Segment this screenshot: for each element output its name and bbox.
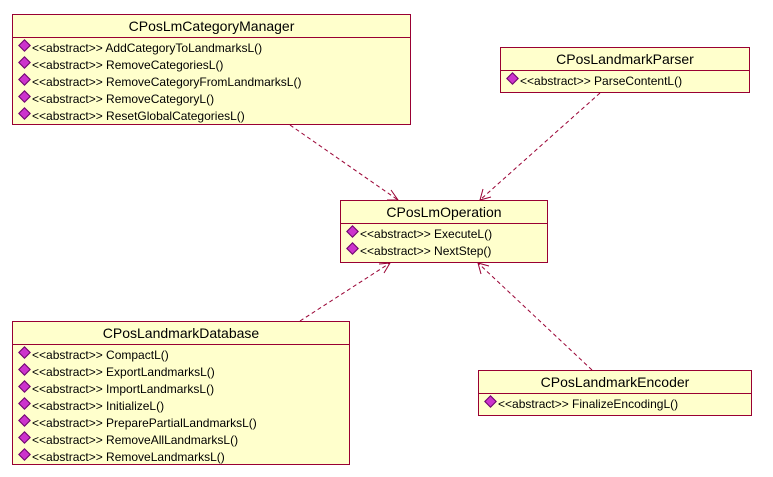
operation-item: <<abstract>> ImportLandmarksL() (18, 380, 349, 398)
arrowhead-encoder (477, 262, 490, 275)
operation-item: <<abstract>> ParseContentL() (506, 72, 749, 90)
operation-diamond-icon (18, 56, 31, 69)
arrowhead-category-manager (387, 189, 399, 201)
operation-label: <<abstract>> PreparePartialLandmarksL() (32, 416, 257, 430)
operation-label: <<abstract>> RemoveCategoryL() (32, 92, 215, 106)
operation-item: <<abstract>> PreparePartialLandmarksL() (18, 414, 349, 432)
operation-item: <<abstract>> CompactL() (18, 346, 349, 364)
dependency-database-to-operation (299, 262, 391, 322)
operation-item: <<abstract>> RemoveCategoryFromLandmarks… (18, 73, 410, 91)
class-box-landmark-parser[interactable]: CPosLandmarkParser <<abstract>> ParseCon… (500, 47, 750, 93)
arrowhead-parser (479, 188, 492, 201)
class-box-category-manager[interactable]: CPosLmCategoryManager <<abstract>> AddCa… (12, 14, 411, 125)
operation-diamond-icon (346, 242, 359, 255)
operation-label: <<abstract>> RemoveAllLandmarksL() (32, 433, 239, 447)
class-box-landmark-encoder[interactable]: CPosLandmarkEncoder <<abstract>> Finaliz… (478, 370, 752, 416)
class-box-lm-operation[interactable]: CPosLmOperation <<abstract>> ExecuteL() … (340, 200, 548, 263)
class-name: CPosLandmarkEncoder (479, 371, 751, 394)
operation-label: <<abstract>> InitializeL() (32, 399, 165, 413)
operation-item: <<abstract>> RemoveLandmarksL() (18, 448, 349, 466)
operation-item: <<abstract>> NextStep() (346, 242, 547, 260)
dependency-encoder-to-operation (477, 262, 593, 371)
operation-item: <<abstract>> ResetGlobalCategoriesL() (18, 107, 410, 125)
operation-diamond-icon (18, 448, 31, 461)
operation-item: <<abstract>> RemoveCategoriesL() (18, 56, 410, 74)
operation-label: <<abstract>> CompactL() (32, 348, 169, 362)
operation-diamond-icon (346, 225, 359, 238)
operation-diamond-icon (18, 90, 31, 103)
operation-label: <<abstract>> ImportLandmarksL() (32, 382, 215, 396)
operation-diamond-icon (18, 414, 31, 427)
operation-list: <<abstract>> ParseContentL() (501, 71, 749, 90)
operation-diamond-icon (18, 431, 31, 444)
operation-list: <<abstract>> ExecuteL() <<abstract>> Nex… (341, 224, 547, 260)
operation-diamond-icon (484, 395, 497, 408)
operation-item: <<abstract>> AddCategoryToLandmarksL() (18, 39, 410, 57)
operation-diamond-icon (18, 73, 31, 86)
operation-item: <<abstract>> RemoveAllLandmarksL() (18, 431, 349, 449)
operation-item: <<abstract>> InitializeL() (18, 397, 349, 415)
operation-diamond-icon (506, 72, 519, 85)
operation-label: <<abstract>> NextStep() (360, 244, 492, 258)
operation-label: <<abstract>> ExportLandmarksL() (32, 365, 215, 379)
operation-item: <<abstract>> RemoveCategoryL() (18, 90, 410, 108)
operation-label: <<abstract>> ParseContentL() (520, 74, 683, 88)
operation-item: <<abstract>> ExportLandmarksL() (18, 363, 349, 381)
operation-label: <<abstract>> RemoveCategoriesL() (32, 58, 224, 72)
operation-label: <<abstract>> FinalizeEncodingL() (498, 397, 679, 411)
dependency-category-manager-to-operation (289, 124, 399, 201)
operation-list: <<abstract>> AddCategoryToLandmarksL() <… (13, 38, 410, 125)
operation-label: <<abstract>> AddCategoryToLandmarksL() (32, 41, 263, 55)
arrowhead-database (378, 262, 391, 274)
class-name: CPosLandmarkDatabase (13, 322, 349, 345)
operation-label: <<abstract>> ResetGlobalCategoriesL() (32, 109, 245, 123)
operation-diamond-icon (18, 380, 31, 393)
operation-label: <<abstract>> RemoveCategoryFromLandmarks… (32, 75, 302, 89)
operation-label: <<abstract>> ExecuteL() (360, 227, 493, 241)
operation-diamond-icon (18, 107, 31, 120)
dependency-parser-to-operation (479, 92, 601, 201)
operation-item: <<abstract>> ExecuteL() (346, 225, 547, 243)
operation-label: <<abstract>> RemoveLandmarksL() (32, 450, 225, 464)
operation-diamond-icon (18, 397, 31, 410)
operation-diamond-icon (18, 39, 31, 52)
class-name: CPosLmOperation (341, 201, 547, 224)
class-name: CPosLandmarkParser (501, 48, 749, 71)
class-name: CPosLmCategoryManager (13, 15, 410, 38)
operation-item: <<abstract>> FinalizeEncodingL() (484, 395, 751, 413)
operation-list: <<abstract>> CompactL() <<abstract>> Exp… (13, 345, 349, 466)
class-box-landmark-database[interactable]: CPosLandmarkDatabase <<abstract>> Compac… (12, 321, 350, 465)
operation-diamond-icon (18, 363, 31, 376)
operation-list: <<abstract>> FinalizeEncodingL() (479, 394, 751, 413)
operation-diamond-icon (18, 346, 31, 359)
